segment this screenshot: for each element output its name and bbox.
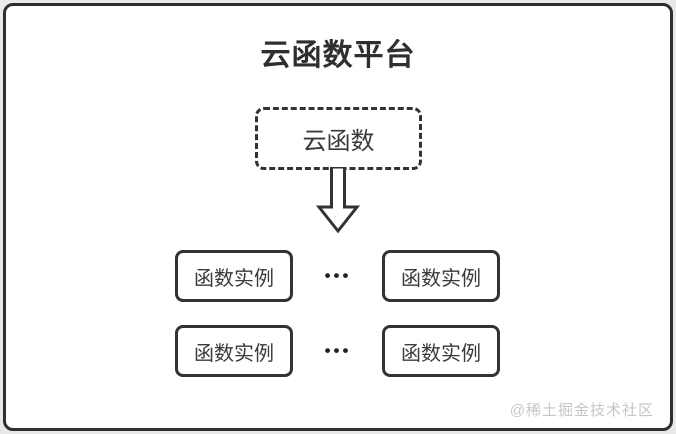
ellipsis-row2: ••• — [324, 341, 352, 360]
cloud-function-node: 云函数 — [255, 107, 422, 170]
function-instance-label: 函数实例 — [194, 267, 274, 290]
function-instance-node: 函数实例 — [382, 325, 500, 377]
cloud-function-label: 云函数 — [302, 128, 375, 155]
function-instance-node: 函数实例 — [382, 250, 500, 302]
watermark-text: @稀土掘金技术社区 — [509, 402, 654, 419]
function-instance-node: 函数实例 — [175, 325, 293, 377]
diagram-title: 云函数平台 — [260, 39, 416, 72]
function-instance-label: 函数实例 — [401, 342, 481, 365]
function-instance-label: 函数实例 — [194, 342, 274, 365]
function-instance-node: 函数实例 — [175, 250, 293, 302]
ellipsis-row1: ••• — [324, 266, 352, 285]
down-arrow-icon — [315, 167, 361, 234]
function-instance-label: 函数实例 — [401, 267, 481, 290]
